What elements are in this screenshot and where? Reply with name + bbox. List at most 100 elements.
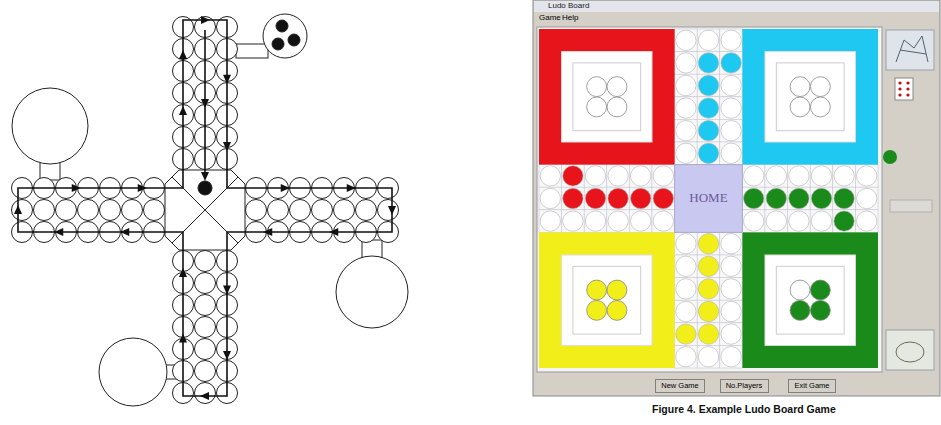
track-circle [721, 234, 741, 254]
track-cell [697, 323, 720, 346]
track-circle [56, 200, 77, 221]
track-cell [675, 29, 698, 52]
track-circle [195, 251, 216, 272]
rest-circle [263, 14, 307, 58]
track-cell [697, 142, 720, 165]
circle-neck [236, 44, 268, 58]
yard-ground [742, 232, 878, 368]
track-cell [675, 97, 698, 120]
track-circle [857, 188, 877, 208]
track-cell [675, 323, 698, 346]
arrowhead [200, 392, 209, 400]
track-circle [857, 166, 877, 186]
track-circle [653, 188, 673, 208]
track-circle [698, 30, 718, 50]
track-cell [675, 142, 698, 165]
track-circle [721, 143, 741, 163]
track-cell [697, 232, 720, 255]
token [587, 280, 607, 300]
track-cell [833, 165, 856, 188]
yard-ground [742, 29, 878, 165]
dice [895, 78, 913, 100]
track-circle [721, 324, 741, 344]
token [810, 77, 830, 97]
track-cell [697, 255, 720, 278]
track-circle [631, 166, 651, 186]
track-circle [811, 188, 831, 208]
node-text: HOME [689, 191, 727, 205]
track-circle [585, 211, 605, 231]
arrowhead [72, 184, 81, 192]
track-circle [676, 143, 696, 163]
track-circle [631, 188, 651, 208]
track-cell [675, 52, 698, 75]
button: No.Players [720, 379, 769, 393]
track-circle [676, 30, 696, 50]
track-circle [195, 317, 216, 338]
rest-circle [99, 338, 167, 406]
track-cell [675, 232, 698, 255]
track-circle [563, 188, 583, 208]
dice-pip [898, 81, 901, 84]
ludo-window [533, 0, 940, 396]
track-cell [652, 210, 675, 233]
track-circle [676, 279, 696, 299]
track-cell [720, 74, 743, 97]
track-circle [540, 188, 560, 208]
token [587, 97, 607, 117]
arrowhead [14, 205, 22, 214]
arrowhead [388, 206, 396, 215]
arrowhead [54, 228, 63, 236]
track-circle [766, 211, 786, 231]
track-cell [720, 232, 743, 255]
track-circle [721, 301, 741, 321]
track-cell [697, 300, 720, 323]
track-cell [720, 119, 743, 142]
arrowhead [281, 184, 290, 192]
track-circle [676, 75, 696, 95]
yard-inner [776, 266, 844, 334]
button: New Game [655, 379, 705, 393]
arrowhead [347, 184, 356, 192]
track-cell [720, 142, 743, 165]
track-cell [697, 29, 720, 52]
track-cell [539, 165, 562, 188]
track-circle [789, 166, 809, 186]
track-circle [834, 188, 854, 208]
track-cell [675, 119, 698, 142]
dice-pip [906, 81, 909, 84]
track-circle [698, 279, 718, 299]
track-circle [698, 53, 718, 73]
track-cell [720, 278, 743, 301]
figure-caption: Figure 4. Example Ludo Board Game [652, 404, 836, 416]
arrowhead [120, 228, 129, 236]
track-cell [720, 345, 743, 368]
track-cell [833, 210, 856, 233]
track-circle [608, 211, 628, 231]
arrowhead [179, 50, 187, 59]
track-circle [698, 234, 718, 254]
yard-inner [765, 52, 855, 142]
track-cell [720, 97, 743, 120]
track-circle [540, 166, 560, 186]
track-cell [539, 210, 562, 233]
track-circle [744, 188, 764, 208]
track-circle [698, 256, 718, 276]
track-cell [720, 300, 743, 323]
track-cell [788, 210, 811, 233]
arrowhead [201, 172, 209, 181]
track-circle [676, 324, 696, 344]
track-cell [539, 187, 562, 210]
rest-circle [336, 256, 408, 328]
track-circle [631, 211, 651, 231]
arrowhead [223, 75, 231, 84]
track-cell [697, 52, 720, 75]
arrowhead [223, 142, 231, 151]
track-circle [195, 295, 216, 316]
track-cell [810, 165, 833, 188]
track-cell [855, 210, 878, 233]
yard-inner [562, 255, 652, 345]
token [607, 77, 627, 97]
track-circle [721, 53, 741, 73]
